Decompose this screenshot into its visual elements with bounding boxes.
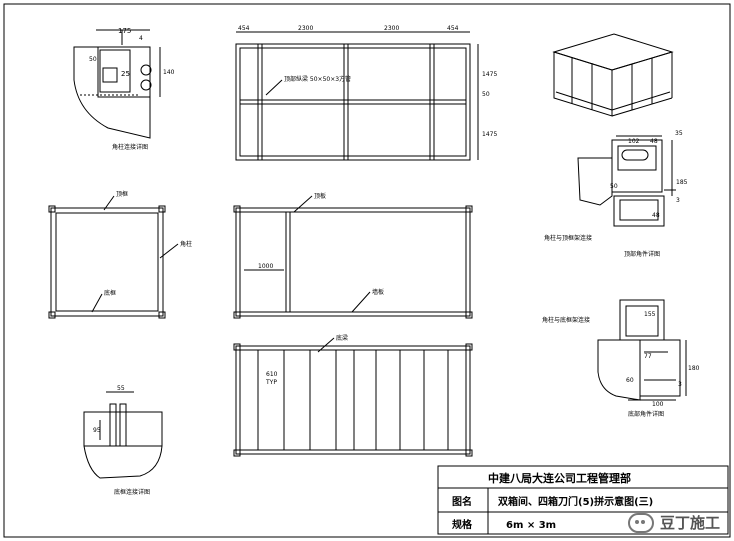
detail-top-left: [73, 29, 161, 139]
label-detail-tl: 角柱连接详图: [112, 143, 148, 151]
detail-lower: [597, 299, 687, 401]
dim-corner-g: 3: [676, 197, 680, 204]
dim-mid-1000: 1000: [258, 263, 273, 270]
title-block: [437, 465, 729, 535]
dim-tl-height: 140: [163, 69, 175, 76]
watermark: 豆丁施工: [627, 512, 720, 533]
dim-lower-d: 180: [688, 365, 700, 372]
dim-lower-a: 155: [644, 311, 656, 318]
dim-corner-e: 50: [610, 183, 618, 190]
dim-lower-c: 60: [626, 377, 634, 384]
dim-floor-610: 610: [266, 371, 278, 378]
tb-spec-value: 6m × 3m: [506, 520, 556, 531]
label-corner-note: 角柱与顶框架连接: [544, 234, 592, 242]
dim-plan-mid-a: 2300: [298, 25, 313, 32]
dim-plan-right-2: 50: [482, 91, 490, 98]
dim-floor-typ: TYP: [265, 379, 277, 386]
detail-bottom: [83, 391, 163, 479]
label-detail-corner: 顶部角件详图: [624, 250, 660, 258]
dim-corner-d: 185: [676, 179, 688, 186]
detail-corner: [577, 135, 676, 227]
label-detail-lower: 底部角件详图: [628, 410, 664, 418]
frame-floor: [233, 337, 473, 457]
dim-plan-left: 454: [238, 25, 250, 32]
callout-frame-3: 底框: [104, 289, 116, 297]
chat-bubble-icon: [627, 512, 654, 533]
callout-frame-2: 角柱: [180, 240, 192, 248]
dim-corner-b: 48: [650, 138, 658, 145]
callout-frame-1: 顶框: [116, 190, 128, 198]
frame-left: [48, 195, 179, 319]
tb-name-value: 双箱间、四箱刀门(5)拼示意图(三): [498, 495, 653, 508]
dim-plan-right-1: 1475: [482, 71, 497, 78]
dim-lower-f: 100: [652, 401, 664, 408]
dim-bottom-95: 95: [93, 427, 101, 434]
dim-tl-a: 4: [139, 35, 143, 42]
label-lower-note: 角柱与底框架连接: [542, 316, 590, 324]
dim-corner-a: 102: [628, 138, 640, 145]
tb-name-label: 图名: [452, 495, 472, 508]
dim-tl-b: 50: [89, 56, 97, 63]
dim-bottom-55: 55: [117, 385, 125, 392]
frame-center: [233, 195, 473, 319]
dim-tl-width: 175: [118, 27, 131, 35]
dim-plan-mid-b: 2300: [384, 25, 399, 32]
plan-note: 顶部纵梁 50×50×3方管: [284, 75, 351, 83]
tb-spec-label: 规格: [452, 518, 473, 531]
watermark-text: 豆丁施工: [659, 514, 720, 532]
callout-mid-2: 墙板: [372, 288, 384, 296]
dim-plan-right: 454: [447, 25, 459, 32]
label-detail-bottom: 底框连接详图: [114, 488, 150, 496]
plan-top: [235, 31, 479, 161]
tb-company: 中建八局大连公司工程管理部: [488, 471, 631, 485]
sheet-border: [3, 3, 731, 538]
dim-plan-right-3: 1475: [482, 131, 497, 138]
dim-tl-c: 25: [121, 70, 130, 78]
dim-lower-e: 3: [678, 381, 682, 388]
iso-frame: [552, 33, 674, 117]
dim-corner-f: 48: [652, 212, 660, 219]
callout-floor: 底梁: [336, 334, 348, 342]
callout-mid-1: 顶板: [314, 192, 326, 200]
dim-lower-b: 77: [644, 353, 652, 360]
dim-corner-c: 35: [675, 130, 683, 137]
